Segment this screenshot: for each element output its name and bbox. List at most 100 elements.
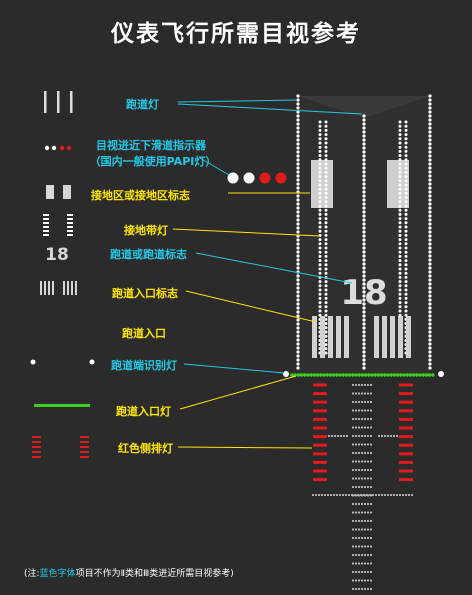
runway-edge-light bbox=[296, 130, 300, 134]
legend-red-side-row-icon bbox=[32, 436, 89, 458]
touchdown-zone-light bbox=[318, 187, 322, 191]
touchdown-zone-light bbox=[404, 179, 408, 183]
touchdown-zone-light bbox=[404, 158, 408, 162]
approach-centerline-light bbox=[363, 468, 367, 472]
runway-edge-light bbox=[428, 234, 432, 238]
approach-crossbar-light bbox=[389, 434, 393, 438]
runway-edge-light bbox=[296, 198, 300, 202]
approach-crossbar-light bbox=[336, 434, 340, 438]
runway-edge-light bbox=[428, 114, 432, 118]
touchdown-zone-light bbox=[318, 292, 322, 296]
touchdown-zone-light bbox=[398, 221, 402, 225]
approach-crossbar-light bbox=[317, 493, 321, 497]
approach-crossbar-light bbox=[342, 434, 346, 438]
approach-centerline-light bbox=[354, 553, 358, 557]
touchdown-zone-light bbox=[398, 179, 402, 183]
approach-crossbar-light bbox=[371, 493, 375, 497]
runway-edge-light bbox=[428, 150, 432, 154]
approach-crossbar-light bbox=[332, 493, 336, 497]
runway-edge-light bbox=[362, 202, 366, 206]
approach-centerline-light bbox=[369, 460, 373, 463]
approach-centerline-light bbox=[357, 383, 361, 387]
approach-centerline-light bbox=[351, 451, 355, 455]
approach-centerline-light bbox=[354, 383, 358, 387]
runway-edge-light bbox=[362, 266, 366, 270]
touchdown-zone-light bbox=[398, 238, 402, 242]
touchdown-zone-light bbox=[398, 254, 402, 258]
touchdown-zone-light bbox=[318, 313, 322, 317]
approach-centerline-light bbox=[351, 579, 355, 582]
threshold-green-light bbox=[306, 373, 310, 377]
touchdown-zone-light bbox=[318, 166, 322, 170]
approach-centerline-light bbox=[366, 502, 370, 506]
approach-centerline-light bbox=[363, 536, 367, 540]
touchdown-zone-light bbox=[398, 212, 402, 216]
approach-centerline-light bbox=[369, 477, 373, 480]
touchdown-zone-light bbox=[324, 343, 328, 347]
runway-edge-light bbox=[428, 274, 432, 278]
approach-centerline-light bbox=[366, 553, 370, 557]
runway-edge-light bbox=[362, 222, 366, 226]
runway-edge-light bbox=[428, 122, 432, 126]
runway-edge-light bbox=[428, 238, 432, 242]
runway-edge-light bbox=[362, 342, 366, 346]
touchdown-zone-light bbox=[324, 233, 328, 237]
approach-centerline-light bbox=[360, 392, 364, 395]
runway-edge-light bbox=[362, 134, 366, 138]
threshold-marking-bar bbox=[390, 316, 395, 358]
touchdown-zone-light bbox=[398, 229, 402, 233]
touchdown-zone-light bbox=[398, 280, 402, 284]
red-side-row-light bbox=[399, 392, 413, 396]
touchdown-zone-light bbox=[404, 275, 408, 279]
legend-touchdown-zone-light bbox=[43, 234, 49, 236]
touchdown-zone-light bbox=[324, 347, 328, 351]
runway-edge-light bbox=[362, 270, 366, 274]
touchdown-zone-light bbox=[404, 246, 408, 250]
legend-papi-icon bbox=[51, 145, 57, 151]
approach-centerline-light bbox=[360, 570, 364, 574]
approach-crossbar-light bbox=[333, 434, 337, 438]
papi-light-white-2 bbox=[243, 172, 255, 184]
approach-crossbar-light bbox=[377, 493, 381, 497]
runway-edge-light bbox=[296, 282, 300, 286]
touchdown-zone-light bbox=[324, 200, 328, 204]
touchdown-zone-light bbox=[324, 326, 328, 330]
approach-centerline-light bbox=[366, 426, 370, 429]
touchdown-zone-light bbox=[324, 284, 328, 288]
red-side-row-light bbox=[399, 469, 413, 473]
approach-centerline-light bbox=[360, 460, 364, 463]
label-threshold-lights: 跑道入口灯 bbox=[116, 405, 171, 418]
approach-centerline-light bbox=[363, 477, 367, 480]
runway-edge-light bbox=[296, 158, 300, 162]
approach-centerline-light bbox=[366, 477, 370, 480]
approach-crossbar-light bbox=[347, 493, 351, 497]
runway-edge-light bbox=[296, 350, 300, 354]
touchdown-zone-light bbox=[398, 154, 402, 158]
approach-centerline-light bbox=[354, 417, 358, 421]
touchdown-zone-light bbox=[404, 149, 408, 153]
touchdown-zone-light bbox=[398, 166, 402, 170]
runway-edge-light bbox=[428, 146, 432, 150]
approach-centerline-light bbox=[363, 562, 367, 565]
runway-edge-light bbox=[428, 222, 432, 226]
legend-red-side-light bbox=[32, 451, 41, 453]
threshold-green-light bbox=[392, 373, 397, 377]
approach-centerline-light bbox=[351, 528, 355, 531]
touchdown-zone-light bbox=[398, 275, 402, 279]
approach-centerline-light bbox=[363, 409, 367, 412]
threshold-green-light bbox=[299, 373, 304, 377]
touchdown-zone-light bbox=[324, 238, 328, 242]
touchdown-zone-light bbox=[398, 217, 402, 221]
touchdown-zone-light bbox=[324, 259, 328, 263]
approach-crossbar-light bbox=[410, 493, 414, 497]
runway-edge-light bbox=[296, 226, 300, 230]
runway-edge-light bbox=[428, 246, 432, 250]
touchdown-zone-light bbox=[404, 212, 408, 216]
approach-centerline-light bbox=[360, 400, 364, 404]
runway-edge-light bbox=[362, 334, 366, 338]
touchdown-zone-light bbox=[398, 296, 402, 300]
legend-threshold-lights-icon bbox=[34, 404, 90, 407]
threshold-green-light bbox=[421, 373, 425, 377]
approach-centerline-light bbox=[357, 468, 361, 472]
touchdown-zone-light bbox=[398, 128, 402, 132]
